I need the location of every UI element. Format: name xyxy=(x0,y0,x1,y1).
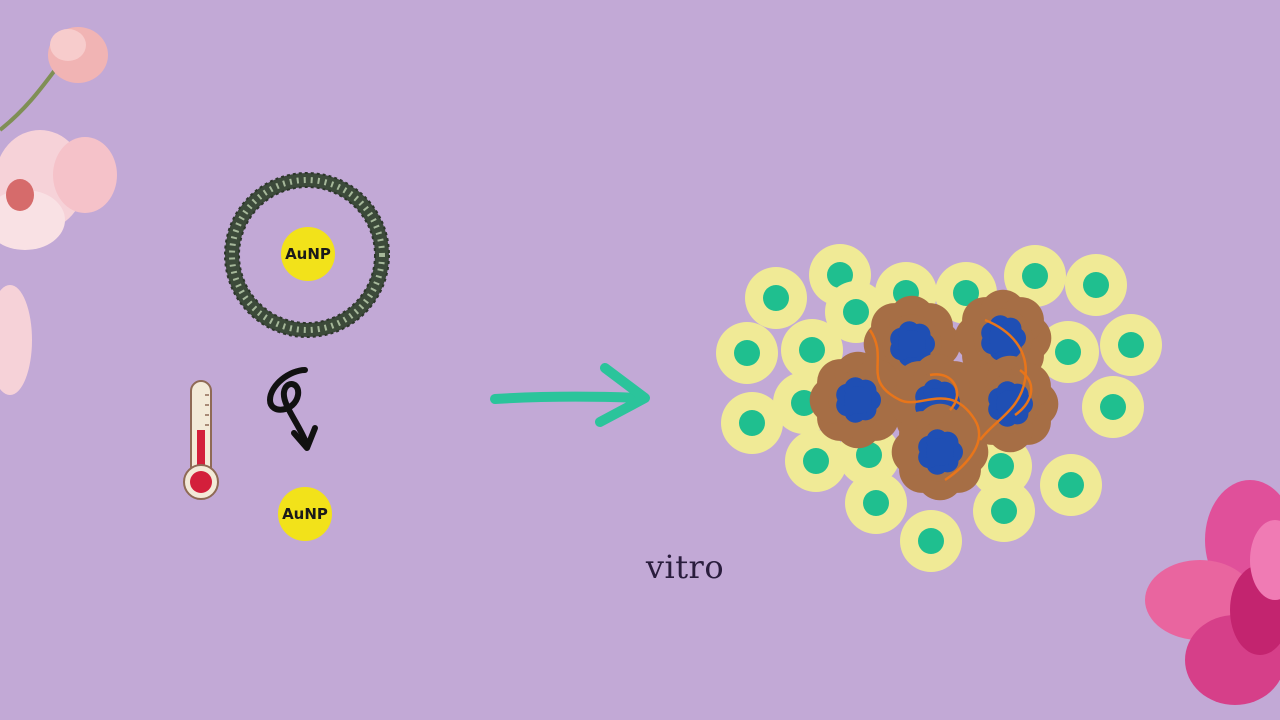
healthy-cell xyxy=(1082,376,1144,438)
cell-cluster xyxy=(716,244,1162,572)
released-nanoparticle: AuNP xyxy=(278,487,332,541)
aunp-label-bottom: AuNP xyxy=(282,505,328,523)
curved-arrow-icon xyxy=(270,370,315,448)
healthy-cell xyxy=(745,267,807,329)
healthy-cell xyxy=(1065,254,1127,316)
healthy-cell xyxy=(973,480,1035,542)
healthy-cell xyxy=(1100,314,1162,376)
arrow-right-icon xyxy=(495,368,645,422)
healthy-cell xyxy=(1040,454,1102,516)
healthy-cell xyxy=(845,472,907,534)
flower-decoration-left xyxy=(0,27,117,395)
caption-vitro: vitro xyxy=(600,548,770,586)
coated-nanoparticle: AuNP xyxy=(225,173,389,337)
healthy-cell xyxy=(900,510,962,572)
healthy-cell xyxy=(716,322,778,384)
flower-decoration-right xyxy=(1145,480,1280,705)
thermometer-icon xyxy=(184,381,218,499)
aunp-label-top: AuNP xyxy=(285,245,331,263)
